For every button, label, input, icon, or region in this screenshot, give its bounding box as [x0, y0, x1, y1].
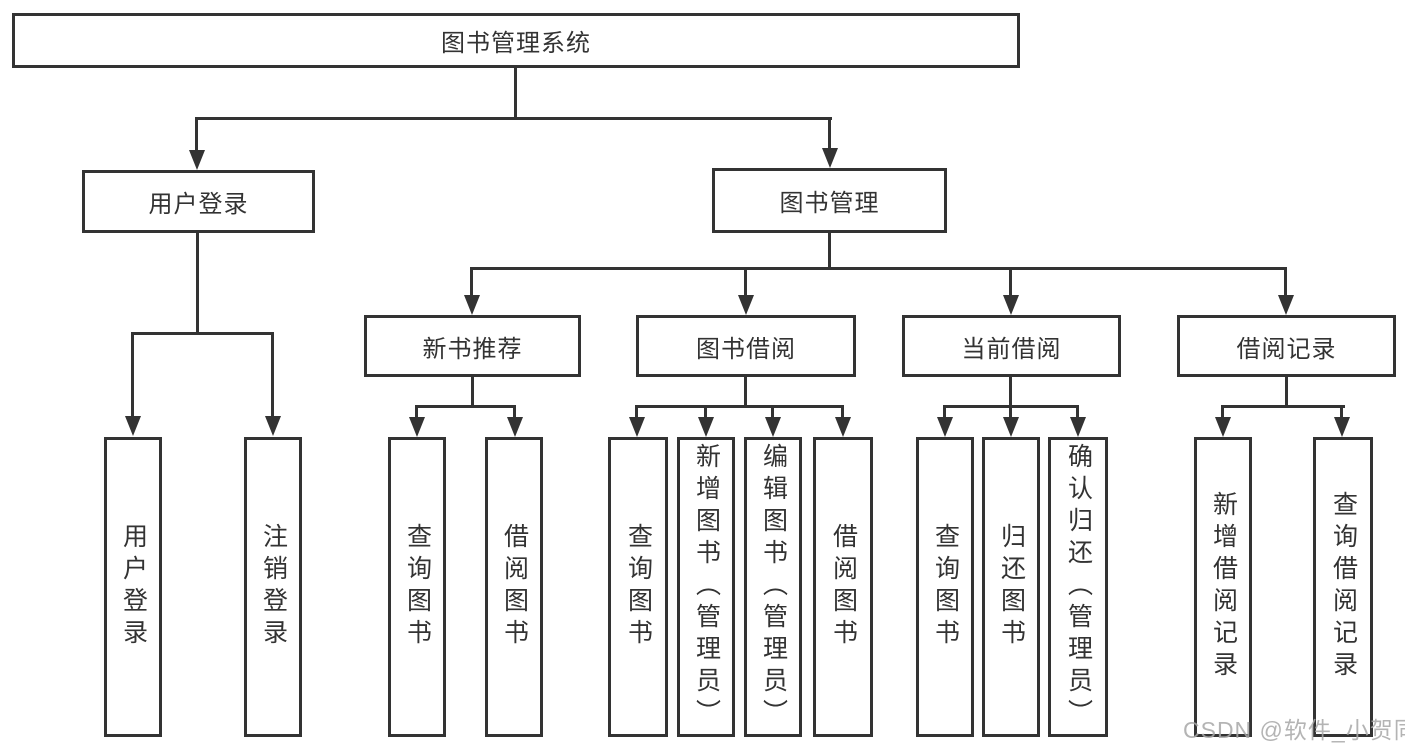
node-system-root: 图书管理系统: [12, 13, 1020, 68]
arrow-down-icon: [189, 150, 205, 170]
arrow-shaft: [1340, 405, 1343, 418]
leaf-borrow-books-recommend-label: 借阅图书: [500, 523, 529, 651]
arrow-down-icon: [1003, 295, 1019, 315]
connector-vline: [514, 68, 517, 120]
arrow-shaft: [470, 267, 473, 297]
arrow-shaft: [744, 267, 747, 297]
arrow-down-icon: [1278, 295, 1294, 315]
node-book-management-label: 图书管理: [779, 190, 880, 217]
connector-vline: [744, 377, 747, 408]
leaf-query-books-borrowing-label: 查询图书: [624, 523, 653, 651]
leaf-user-login-label: 用户登录: [119, 523, 148, 651]
leaf-add-books-admin-label: 新增图书（管理员）: [692, 443, 721, 731]
connector-hline: [195, 117, 832, 120]
leaf-add-books-admin: 新增图书（管理员）: [677, 437, 735, 737]
node-borrowing-records-label: 借阅记录: [1236, 335, 1337, 363]
node-borrowing-records: 借阅记录: [1177, 315, 1396, 377]
arrow-down-icon: [629, 417, 645, 437]
leaf-user-login: 用户登录: [104, 437, 162, 737]
arrow-down-icon: [1003, 417, 1019, 437]
leaf-query-books-recommend-label: 查询图书: [403, 523, 432, 651]
arrow-shaft: [1076, 405, 1079, 418]
node-user-login: 用户登录: [82, 170, 315, 233]
leaf-query-borrow-record-label: 查询借阅记录: [1329, 491, 1358, 683]
leaf-logout: 注销登录: [244, 437, 302, 737]
node-book-management: 图书管理: [712, 168, 947, 233]
leaf-add-borrow-record-label: 新增借阅记录: [1209, 491, 1238, 683]
node-book-borrowing: 图书借阅: [636, 315, 856, 377]
node-current-borrowing-label: 当前借阅: [961, 335, 1062, 363]
leaf-query-books-current-label: 查询图书: [931, 523, 960, 651]
arrow-shaft: [771, 405, 774, 418]
arrow-shaft: [704, 405, 707, 418]
connector-hline: [470, 267, 1287, 270]
arrow-down-icon: [835, 417, 851, 437]
arrow-shaft: [271, 332, 274, 417]
leaf-query-books-borrowing: 查询图书: [608, 437, 668, 737]
arrow-down-icon: [698, 417, 714, 437]
arrow-shaft: [195, 117, 198, 151]
leaf-return-books: 归还图书: [982, 437, 1040, 737]
leaf-return-books-label: 归还图书: [997, 523, 1026, 651]
arrow-shaft: [828, 117, 831, 149]
connector-hline: [131, 332, 274, 335]
connector-vline: [1009, 377, 1012, 408]
arrow-shaft: [943, 405, 946, 418]
watermark: CSDN @软件_小贺同学: [1183, 717, 1405, 743]
connector-hline: [635, 405, 844, 408]
node-new-book-recommend-label: 新书推荐: [422, 335, 523, 363]
arrow-shaft: [1009, 405, 1012, 418]
node-book-borrowing-label: 图书借阅: [696, 335, 796, 363]
leaf-edit-books-admin: 编辑图书（管理员）: [744, 437, 802, 737]
node-system-root-label: 图书管理系统: [441, 30, 591, 57]
arrow-down-icon: [738, 295, 754, 315]
connector-hline: [415, 405, 516, 408]
arrow-down-icon: [1215, 417, 1231, 437]
leaf-borrow-books-borrowing: 借阅图书: [813, 437, 873, 737]
leaf-edit-books-admin-label: 编辑图书（管理员）: [759, 443, 788, 731]
node-new-book-recommend: 新书推荐: [364, 315, 581, 377]
arrow-shaft: [1009, 267, 1012, 297]
arrow-shaft: [635, 405, 638, 418]
node-user-login-label: 用户登录: [148, 191, 249, 218]
arrow-down-icon: [1334, 417, 1350, 437]
arrow-shaft: [131, 332, 134, 417]
leaf-borrow-books-recommend: 借阅图书: [485, 437, 543, 737]
leaf-query-books-recommend: 查询图书: [388, 437, 446, 737]
leaf-logout-label: 注销登录: [259, 523, 288, 651]
connector-vline: [471, 377, 474, 408]
arrow-down-icon: [822, 148, 838, 168]
arrow-shaft: [415, 405, 418, 418]
connector-vline: [1285, 377, 1288, 408]
leaf-borrow-books-borrowing-label: 借阅图书: [829, 523, 858, 651]
leaf-confirm-return-admin: 确认归还（管理员）: [1048, 437, 1108, 737]
arrow-down-icon: [464, 295, 480, 315]
arrow-down-icon: [765, 417, 781, 437]
connector-hline: [1221, 405, 1345, 408]
connector-vline: [828, 233, 831, 270]
connector-vline: [196, 233, 199, 335]
arrow-shaft: [1221, 405, 1224, 418]
leaf-add-borrow-record: 新增借阅记录: [1194, 437, 1252, 737]
leaf-query-books-current: 查询图书: [916, 437, 974, 737]
arrow-shaft: [1284, 267, 1287, 297]
leaf-query-borrow-record: 查询借阅记录: [1313, 437, 1373, 737]
arrow-down-icon: [507, 417, 523, 437]
arrow-down-icon: [937, 417, 953, 437]
arrow-down-icon: [125, 416, 141, 436]
arrow-down-icon: [1070, 417, 1086, 437]
arrow-shaft: [513, 405, 516, 418]
node-current-borrowing: 当前借阅: [902, 315, 1121, 377]
leaf-confirm-return-admin-label: 确认归还（管理员）: [1064, 443, 1093, 731]
arrow-down-icon: [265, 416, 281, 436]
arrow-down-icon: [409, 417, 425, 437]
arrow-shaft: [841, 405, 844, 418]
